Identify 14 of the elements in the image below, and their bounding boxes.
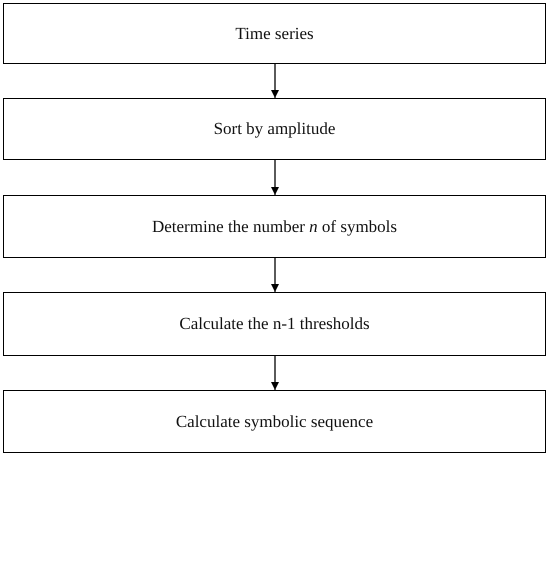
step-label: Time series	[235, 24, 314, 44]
step-label: Sort by amplitude	[214, 119, 336, 139]
step-label: Calculate the n-1 thresholds	[179, 314, 370, 334]
arrow	[271, 64, 279, 98]
process-box	[3, 292, 546, 356]
step-label: Determine the number n of symbols	[152, 216, 398, 236]
process-box	[3, 98, 546, 160]
arrow	[271, 258, 279, 292]
process-box	[3, 3, 546, 64]
step-label: Calculate symbolic sequence	[176, 412, 374, 432]
arrow	[271, 356, 279, 390]
arrow	[271, 160, 279, 195]
process-box	[3, 390, 546, 453]
process-box	[3, 195, 546, 258]
